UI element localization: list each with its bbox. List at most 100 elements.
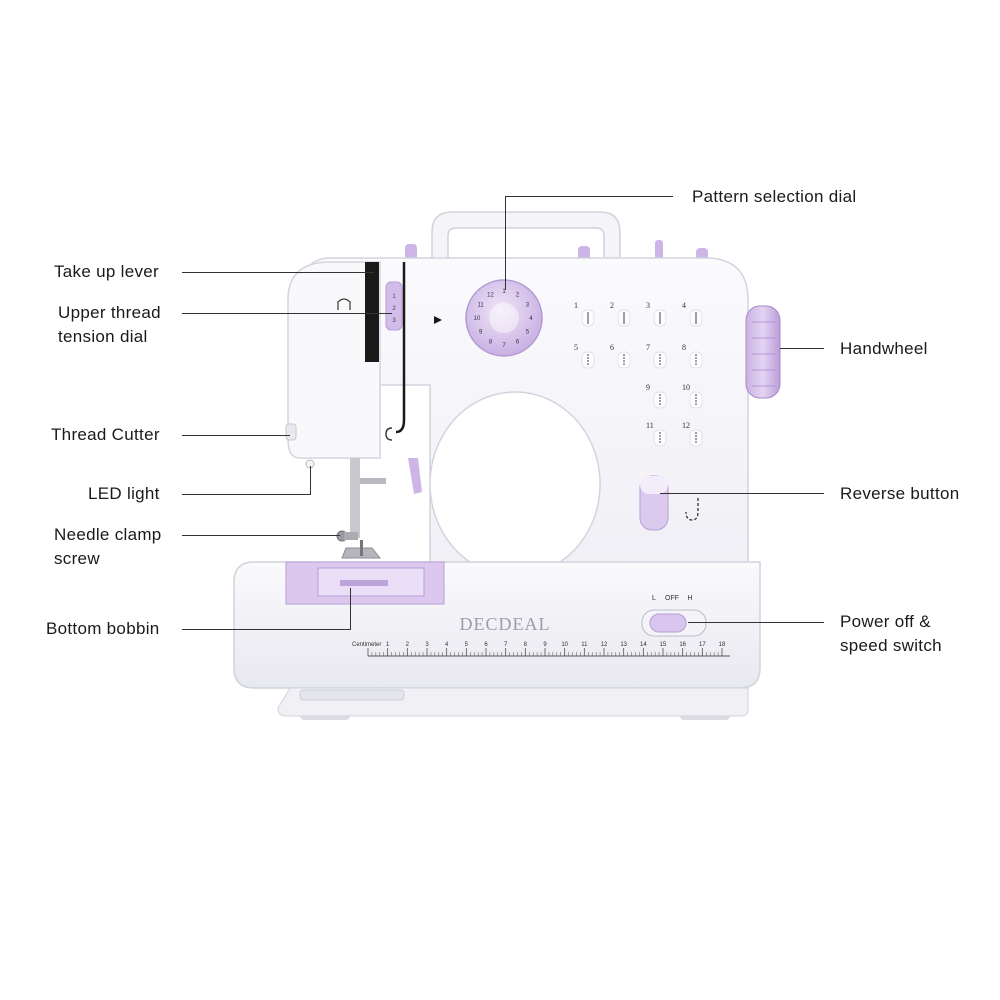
- tension-number: 2: [392, 306, 396, 312]
- thread-guide-icon: [337, 298, 351, 310]
- label-line: Needle clamp: [54, 525, 162, 544]
- dial-number: 6: [516, 339, 520, 345]
- reverse-arrow-icon: [685, 498, 699, 521]
- pattern-selection-dial-shape: [465, 279, 543, 357]
- hook-icon: [385, 427, 393, 441]
- threading-guide: [395, 262, 406, 434]
- leader-take-up-lever: [182, 272, 374, 273]
- stitch-number: 9: [646, 383, 650, 392]
- stitch-number: 3: [646, 301, 650, 310]
- presser-foot-lever: [408, 458, 422, 494]
- leader-upper-thread-tension: [182, 313, 392, 314]
- leader-handwheel: [780, 348, 824, 349]
- stitch-number: 8: [682, 343, 686, 352]
- ruler-number: 7: [504, 642, 508, 648]
- ruler-number: 4: [445, 642, 449, 648]
- carry-handle: [431, 211, 621, 263]
- leader-led-light-vertical: [310, 466, 311, 495]
- leader-bottom-bobbin: [182, 629, 350, 630]
- dial-number: 9: [479, 330, 483, 336]
- ruler-number: 18: [719, 642, 726, 648]
- reverse-button-shape: [639, 475, 699, 531]
- label-pattern-selection-dial: Pattern selection dial: [692, 187, 857, 206]
- ruler-number: 1: [386, 642, 390, 648]
- stitch-number: 1: [574, 301, 578, 310]
- power-switch-shape: [641, 609, 707, 637]
- dial-number: 4: [529, 316, 533, 322]
- stitch-number: 12: [682, 421, 690, 430]
- ruler-number: 2: [406, 642, 410, 648]
- leader-power-switch: [688, 622, 824, 623]
- stitch-number: 7: [646, 343, 650, 352]
- dial-number: 11: [478, 303, 485, 309]
- switch-position-label: H: [687, 595, 692, 602]
- ruler-number: 14: [640, 642, 647, 648]
- label-upper-thread-tension-dial: Upper thread tension dial: [58, 301, 161, 349]
- ruler-number: 13: [620, 642, 627, 648]
- dial-number: 10: [474, 316, 481, 322]
- ruler-unit: Centimeter: [352, 642, 381, 648]
- tension-number: 3: [392, 318, 396, 324]
- dial-number: 5: [526, 330, 530, 336]
- stitch-number: 2: [610, 301, 614, 310]
- dial-number: 1: [502, 289, 506, 295]
- dial-number: 3: [526, 303, 530, 309]
- leader-bottom-bobbin-vertical: [350, 588, 351, 630]
- leader-led-light: [182, 494, 310, 495]
- dial-number: 8: [489, 339, 493, 345]
- machine-arm: [287, 261, 381, 459]
- leader-reverse-button: [660, 493, 824, 494]
- switch-position-label: L: [652, 595, 656, 602]
- ruler-number: 17: [699, 642, 706, 648]
- switch-positions: L OFF H: [652, 595, 692, 602]
- label-line: speed switch: [840, 636, 942, 655]
- ruler-number: 6: [484, 642, 488, 648]
- leader-pattern-selection-dial: [505, 196, 673, 197]
- dial-number: 2: [516, 293, 520, 299]
- bobbin-cover: [285, 561, 445, 605]
- stitch-number: 6: [610, 343, 614, 352]
- arrow-right-icon: [434, 316, 442, 324]
- ruler-number: 5: [465, 642, 469, 648]
- stitch-number: 4: [682, 301, 686, 310]
- ruler-number: 10: [561, 642, 568, 648]
- ruler-number: 9: [543, 642, 547, 648]
- stitch-number: 11: [646, 421, 654, 430]
- label-thread-cutter: Thread Cutter: [51, 425, 160, 444]
- ruler-number: 15: [660, 642, 667, 648]
- label-led-light: LED light: [88, 484, 160, 503]
- dial-number: 7: [502, 343, 506, 349]
- dial-number: 12: [487, 293, 494, 299]
- ruler-number: 3: [425, 642, 429, 648]
- ruler-number: 16: [679, 642, 686, 648]
- leader-pattern-selection-dial-vertical: [505, 196, 506, 290]
- label-take-up-lever: Take up lever: [54, 262, 160, 281]
- label-reverse-button: Reverse button: [840, 484, 960, 503]
- tension-number: 1: [392, 294, 396, 300]
- stitch-number: 10: [682, 383, 690, 392]
- label-line: Upper thread: [58, 303, 161, 322]
- ruler-number: 11: [581, 642, 588, 648]
- leader-thread-cutter: [182, 435, 290, 436]
- label-bottom-bobbin: Bottom bobbin: [46, 619, 160, 638]
- handwheel-shape: [745, 305, 781, 399]
- ruler-number: 12: [601, 642, 608, 648]
- brand-logo: DECDEAL: [460, 614, 551, 634]
- stitch-number: 5: [574, 343, 578, 352]
- accessory-slot: [299, 689, 405, 701]
- ruler-number: 8: [524, 642, 528, 648]
- needle-assembly: [336, 458, 386, 559]
- label-needle-clamp-screw: Needle clamp screw: [54, 523, 162, 571]
- thread-cutter-shape: [285, 423, 297, 441]
- take-up-lever-slot: [365, 262, 379, 362]
- leader-needle-clamp-screw: [182, 535, 340, 536]
- tension-dial-shape: [385, 281, 403, 331]
- label-line: tension dial: [58, 327, 148, 346]
- switch-position-label: OFF: [665, 595, 679, 602]
- label-power-off-speed-switch: Power off & speed switch: [840, 610, 942, 658]
